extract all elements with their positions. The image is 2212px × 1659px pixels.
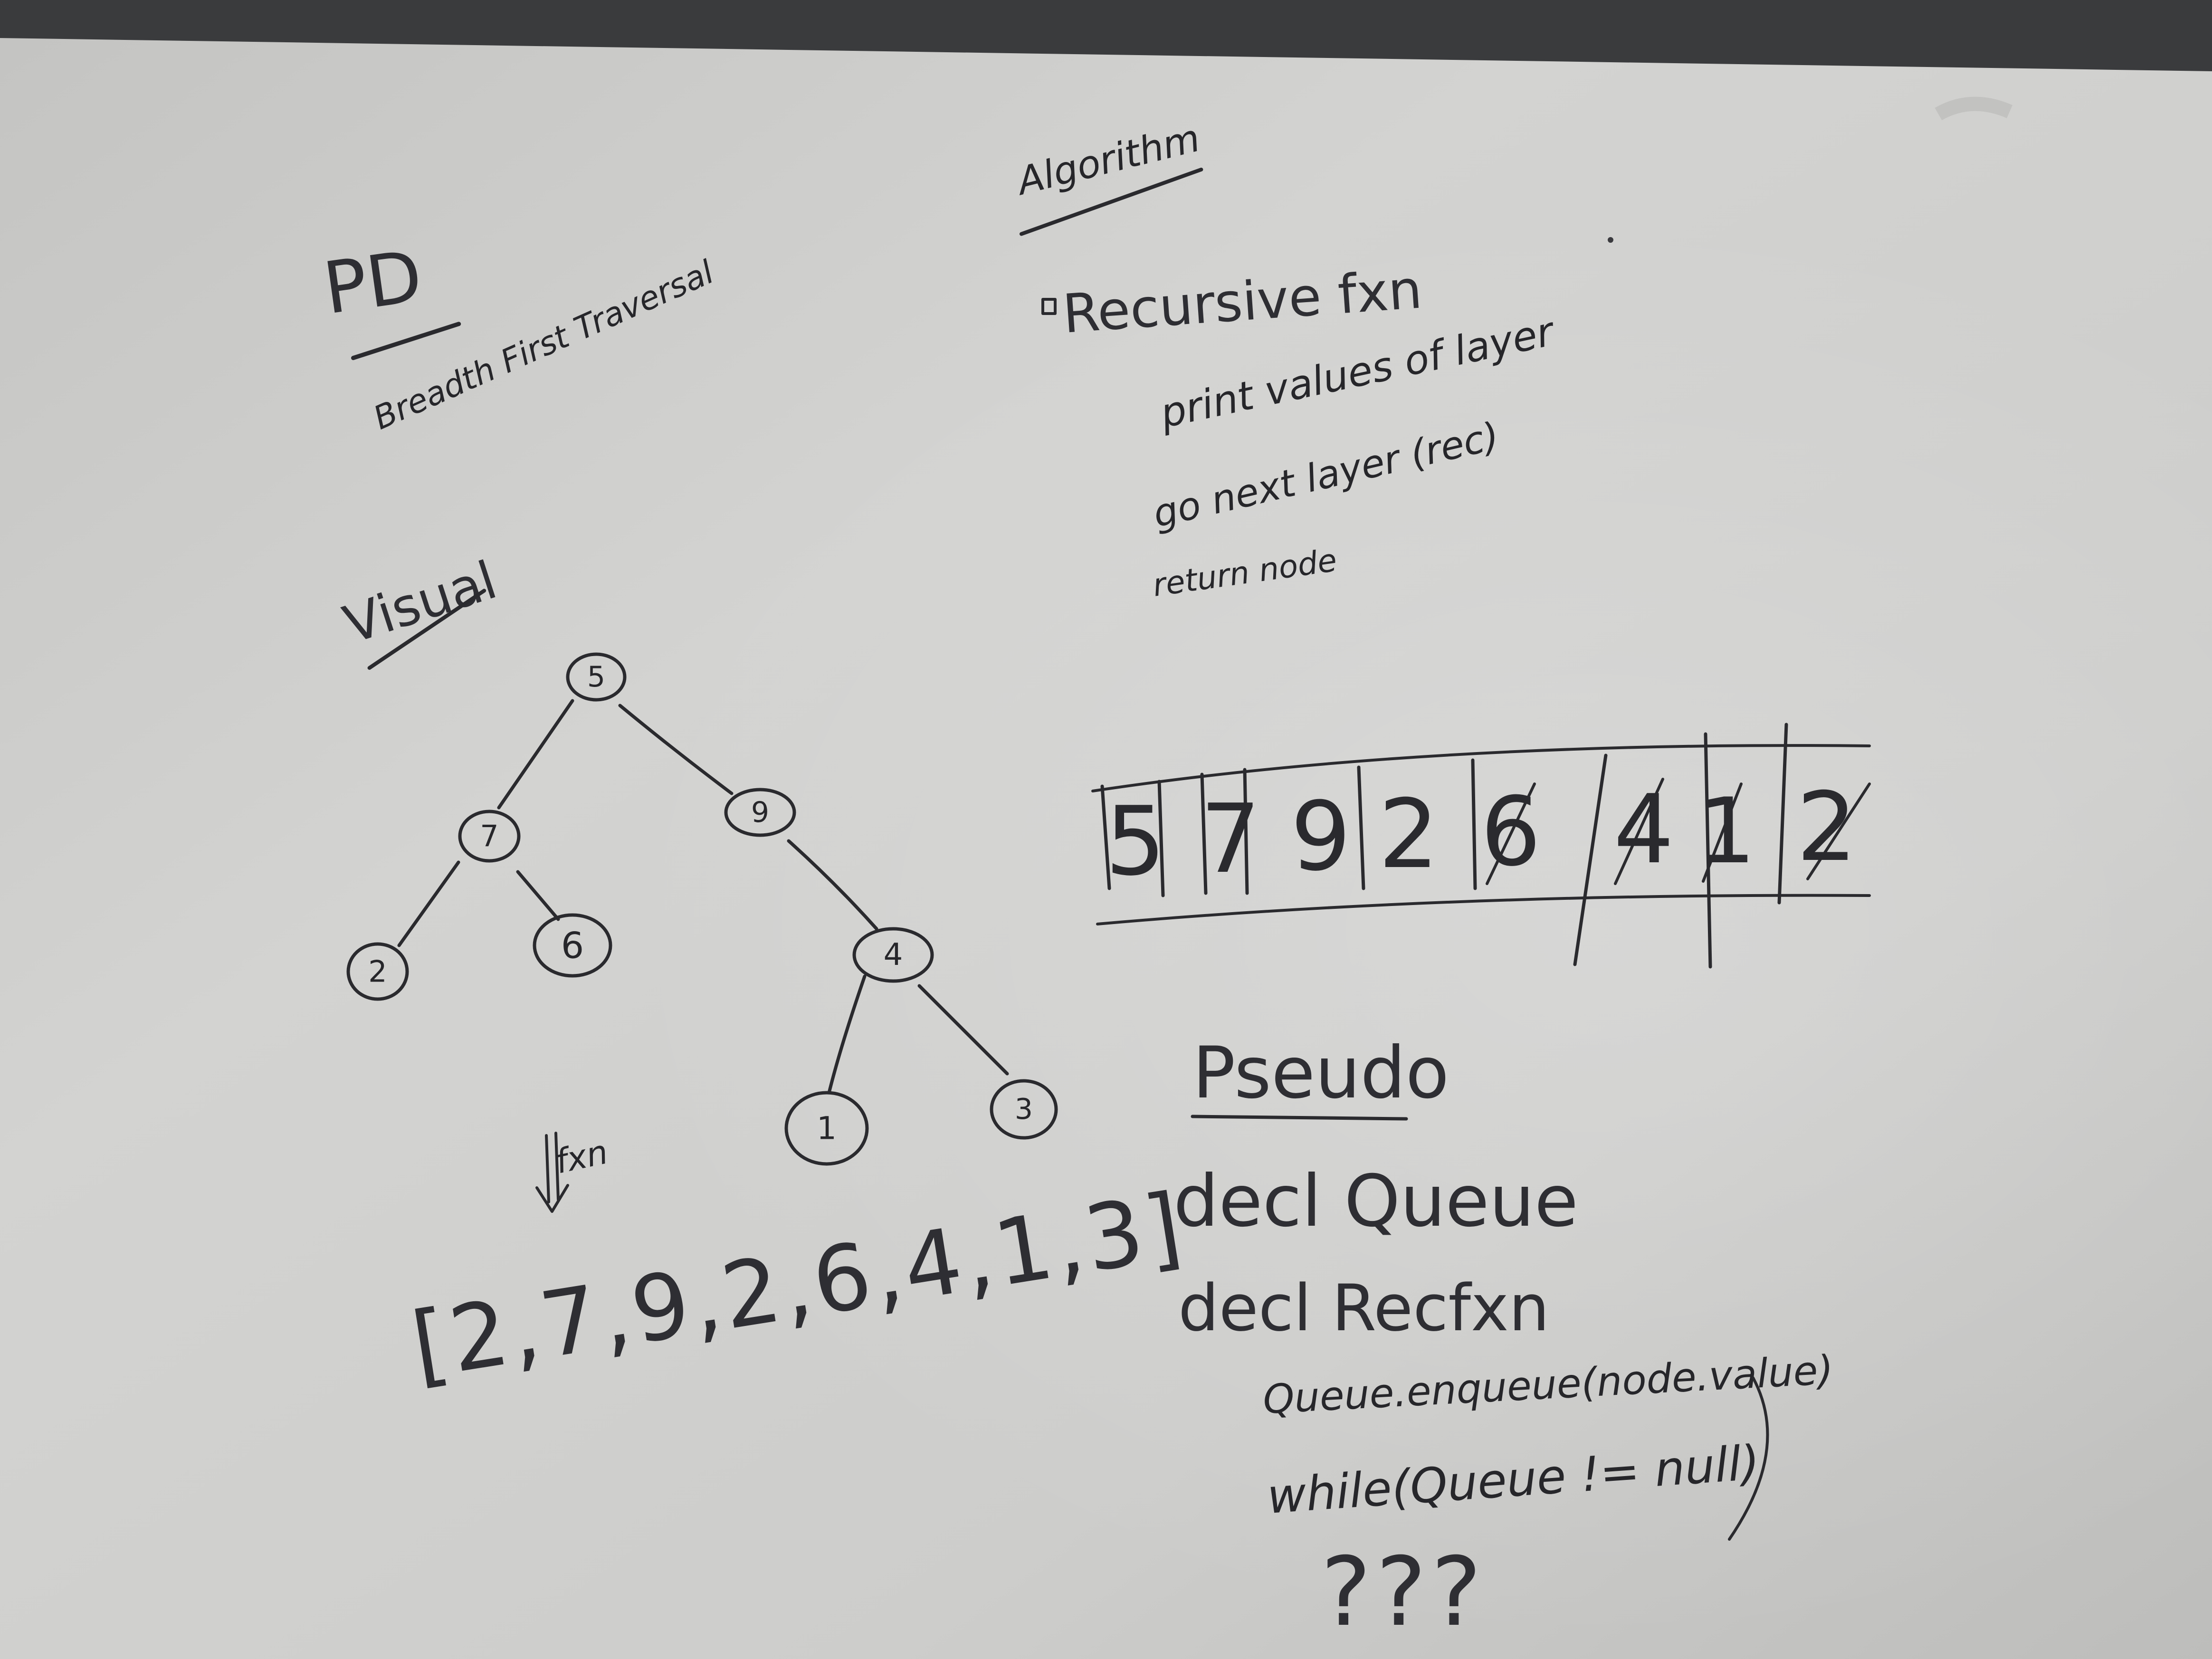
svg-text:PD: PD (319, 235, 427, 331)
pseudo-heading: Pseudo (1191, 1032, 1449, 1121)
svg-text:5: 5 (587, 660, 605, 694)
queue-cell: 1 (1698, 779, 1756, 884)
queue-table: 5 7 9 2 6 4 1 2 (1091, 723, 1871, 969)
tree-node: 6 (533, 913, 612, 978)
tree-edge (787, 839, 878, 931)
queue-cell: 2 (1378, 779, 1439, 890)
smudge (1935, 96, 2013, 121)
pseudo-line: decl Queue (1173, 1160, 1578, 1243)
svg-text:Pseudo: Pseudo (1192, 1032, 1449, 1115)
svg-text:4: 4 (884, 937, 903, 973)
queue-cell: 5 (1105, 786, 1165, 897)
ink-dot (1608, 237, 1613, 243)
svg-text:2: 2 (368, 954, 387, 989)
queue-cell: 9 (1290, 782, 1351, 892)
tree-edge (618, 704, 734, 795)
svg-text:3: 3 (1015, 1093, 1033, 1126)
tree-node: 5 (566, 652, 627, 702)
tree-edge (917, 984, 1009, 1076)
svg-text:9: 9 (751, 796, 769, 829)
pseudo-line: decl Recfxn (1178, 1271, 1549, 1345)
tree-node: 7 (458, 810, 521, 863)
tree-edge (827, 974, 867, 1095)
question-marks: ??? (1321, 1537, 1486, 1648)
queue-cell: 2 (1796, 772, 1857, 883)
tree-edge (516, 870, 560, 921)
tree-node: 3 (990, 1079, 1058, 1140)
tree-node: 9 (724, 788, 796, 837)
tree-edge (397, 860, 460, 947)
tree-edge (497, 699, 574, 810)
svg-text:6: 6 (561, 925, 584, 967)
queue-cell: 7 (1200, 784, 1260, 895)
tree-node: 1 (784, 1091, 869, 1166)
tree-node: 4 (852, 927, 934, 983)
svg-text:1: 1 (817, 1110, 837, 1147)
tree-node: 2 (346, 942, 409, 1001)
problem-heading: PD (319, 235, 461, 360)
svg-text:7: 7 (480, 819, 498, 854)
binary-tree: 5 7 9 2 6 4 1 (346, 652, 1058, 1166)
